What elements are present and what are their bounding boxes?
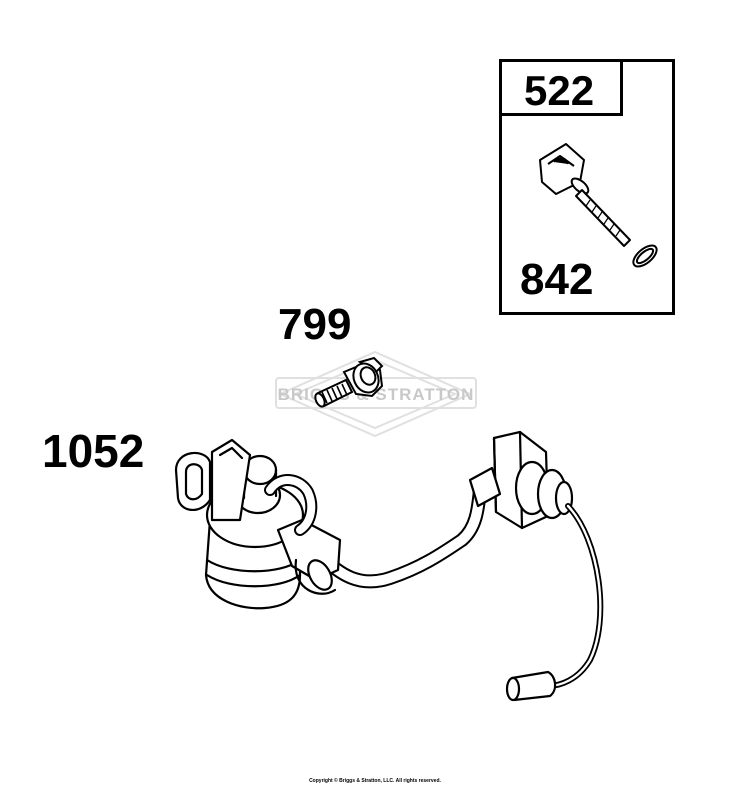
- screw-799: [314, 356, 384, 408]
- dipstick-part-number: 842: [520, 255, 594, 304]
- sensor-harness-part-number: 1052: [42, 425, 145, 477]
- kit-number-label: 522: [524, 67, 595, 114]
- dipstick-842: [539, 143, 658, 268]
- sensor-harness-1052: [174, 430, 604, 702]
- screw-part-number: 799: [278, 300, 352, 349]
- copyright-notice: Copyright © Briggs & Stratton, LLC. All …: [309, 778, 441, 784]
- watermark-logo: [275, 350, 477, 438]
- kit-header: [499, 59, 623, 116]
